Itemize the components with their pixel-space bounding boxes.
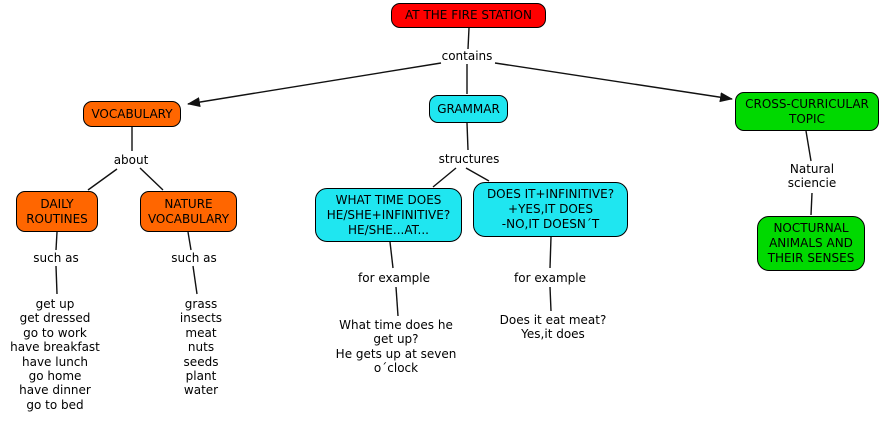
connector-nature-suchas xyxy=(187,231,192,251)
link-label-such-as-nature: such as xyxy=(171,251,217,265)
link-label-about: about xyxy=(113,153,149,167)
link-label-contains: contains xyxy=(441,49,493,63)
connector-whattime-forexample xyxy=(389,241,394,269)
daily-routines-list: get up get dressed go to work have break… xyxy=(10,297,100,412)
link-label-natural-science: Natural sciencie xyxy=(787,162,837,190)
connector-about-nature xyxy=(139,167,164,191)
connector-contains-vocabulary xyxy=(187,62,442,108)
connector-structures-doesit xyxy=(465,167,490,182)
connector-doesit-forexample xyxy=(549,236,552,269)
connector-topic-naturalscience xyxy=(805,130,812,162)
connector-grammar-structures xyxy=(466,122,469,151)
nature-vocabulary-list: grass insects meat nuts seeds plant wate… xyxy=(179,297,223,398)
connector-daily-suchas xyxy=(55,231,58,251)
connector-naturalscience-nocturnal xyxy=(810,192,813,216)
connector-root-contains xyxy=(467,27,470,50)
connector-contains-topic xyxy=(494,62,733,103)
connector-structures-whattime xyxy=(432,167,457,188)
node-nature-vocabulary[interactable]: NATURE VOCABULARY xyxy=(140,191,237,232)
node-cross-curricular-topic[interactable]: CROSS-CURRICULAR TOPIC xyxy=(735,92,879,131)
does-it-example-text: Does it eat meat? Yes,it does xyxy=(499,313,607,342)
node-root[interactable]: AT THE FIRE STATION xyxy=(391,3,546,28)
node-vocabulary[interactable]: VOCABULARY xyxy=(83,101,181,127)
node-nocturnal-animals[interactable]: NOCTURNAL ANIMALS AND THEIR SENSES xyxy=(757,216,865,271)
connector-suchas-dailylist xyxy=(55,265,58,295)
connector-forexample-example2 xyxy=(549,286,552,312)
node-what-time-structure[interactable]: WHAT TIME DOES HE/SHE+INFINITIVE? HE/SHE… xyxy=(315,188,462,242)
what-time-example-text: What time does he get up? He gets up at … xyxy=(335,318,457,376)
node-daily-routines[interactable]: DAILY ROUTINES xyxy=(16,191,98,232)
link-label-for-example-time: for example xyxy=(358,271,430,285)
connector-forexample-example1 xyxy=(395,286,399,317)
node-does-it-structure[interactable]: DOES IT+INFINITIVE? +YES,IT DOES -NO,IT … xyxy=(473,182,628,237)
connector-about-daily xyxy=(87,168,118,191)
link-label-for-example-does: for example xyxy=(514,271,586,285)
node-grammar[interactable]: GRAMMAR xyxy=(429,95,508,123)
link-label-structures: structures xyxy=(438,152,500,166)
connector-suchas-naturelist xyxy=(192,265,198,295)
link-label-such-as-daily: such as xyxy=(33,251,79,265)
